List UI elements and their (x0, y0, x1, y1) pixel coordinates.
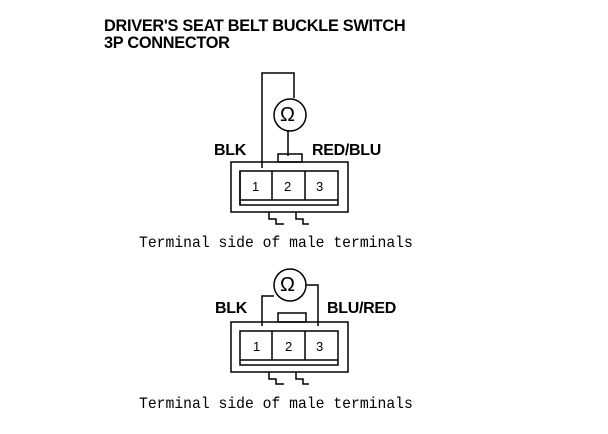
pin-2-label-c1: 2 (284, 179, 292, 194)
connector-2 (230, 268, 349, 385)
ohm-symbol-1: Ω (280, 104, 295, 126)
diagram-title: DRIVER'S SEAT BELT BUCKLE SWITCH 3P CONN… (104, 16, 406, 52)
3p-connector-icon (230, 153, 349, 225)
pin-3-label-c2: 3 (316, 339, 324, 354)
pin-1-label-c1: 1 (252, 179, 260, 194)
wire-label-right-2: BLU/RED (327, 300, 397, 317)
ohmmeter-probe-leads-1 (261, 72, 295, 168)
wire-label-left-1: BLK (214, 142, 246, 159)
connector-1 (230, 72, 349, 225)
title-line-1: DRIVER'S SEAT BELT BUCKLE SWITCH (104, 16, 406, 35)
3p-connector-icon (230, 312, 349, 385)
ohmmeter-icon (273, 98, 307, 132)
wire-label-right-1: RED/BLU (312, 142, 382, 159)
ohmmeter-probe-leads-2 (261, 284, 319, 326)
pin-3-label-c1: 3 (316, 179, 324, 194)
caption-1: Terminal side of male terminals (139, 234, 413, 252)
ohmmeter-icon (273, 268, 307, 302)
caption-2: Terminal side of male terminals (139, 395, 413, 413)
wire-label-left-2: BLK (215, 300, 247, 317)
ohm-symbol-2: Ω (280, 274, 295, 296)
pin-2-label-c2: 2 (285, 339, 293, 354)
title-line-2: 3P CONNECTOR (104, 33, 230, 52)
pin-1-label-c2: 1 (253, 339, 261, 354)
